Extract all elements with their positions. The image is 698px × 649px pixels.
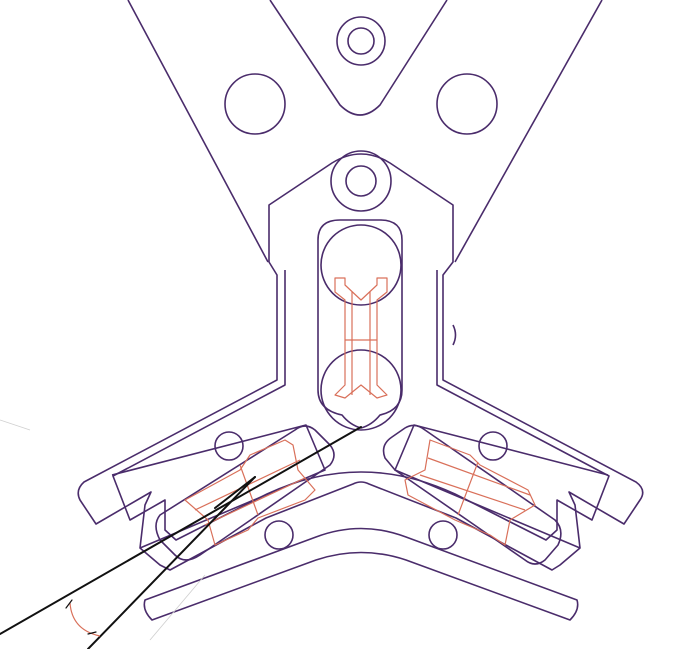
slot-circle-top [320,224,402,306]
right-bracket-hole [436,73,498,135]
top-hole-outer [336,16,386,66]
slot-guides [111,424,609,565]
slot-inserts [184,277,536,546]
slot-circle-bottom [320,349,402,431]
hole-left-upper [214,431,244,461]
upper-pin-inner [345,165,377,197]
center-pins [320,150,402,431]
right-slot [382,424,562,565]
hole-left-lower [264,520,294,550]
left-slot [155,425,335,561]
top-v-bracket [127,0,603,263]
mounting-holes [214,431,508,550]
upper-pin-outer [330,150,392,212]
left-bracket-hole [224,73,286,135]
hole-right-upper [478,431,508,461]
hole-right-lower [428,520,458,550]
y-shaped-base-plate [77,153,644,621]
angle-construction-lines [0,419,362,649]
top-hole-inner [347,27,375,55]
